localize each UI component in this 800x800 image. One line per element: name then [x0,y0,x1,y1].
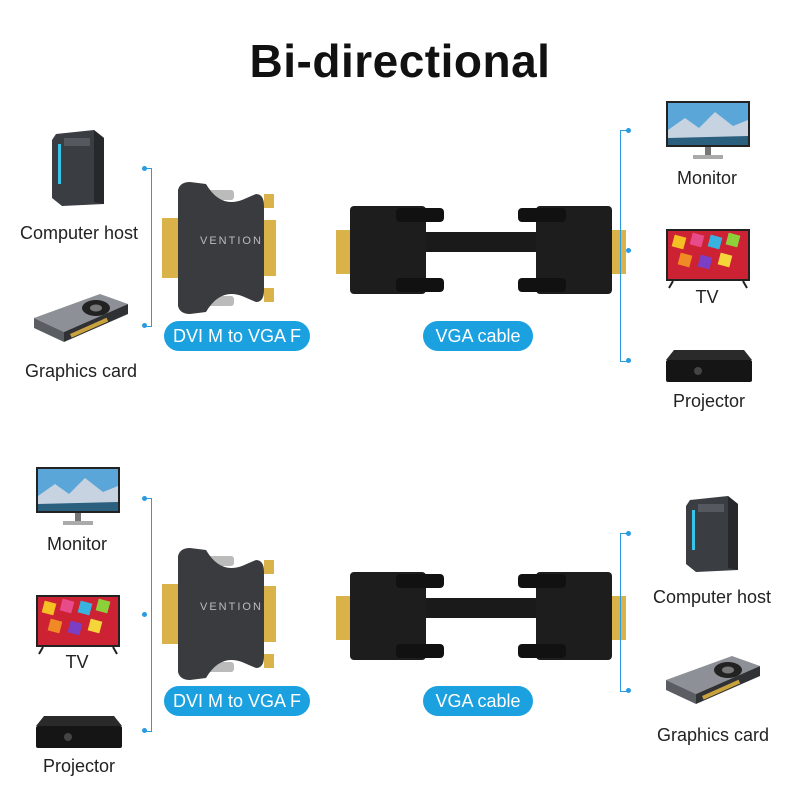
device-label: TV [65,652,89,672]
device-label: Computer host [652,587,772,607]
bracket-dot [626,248,631,253]
device-label: Computer host [19,223,139,243]
device-label: Projector [672,391,746,411]
computer-tower-icon [682,494,742,574]
device-label: Graphics card [24,361,138,381]
bracket [620,130,627,362]
device-label: TV [695,287,719,307]
graphics-card-icon [662,650,762,710]
graphics-card-icon [30,288,130,348]
device-label: Graphics card [656,725,770,745]
cable-label-pill: VGA cable [423,686,533,716]
vga-cable-image [336,566,626,666]
projector-icon [664,346,754,386]
brand-mark: VENTION [200,601,263,613]
tv-icon [35,594,121,656]
adapter-label-pill: DVI M to VGA F [164,321,310,351]
monitor-icon [665,100,751,162]
computer-tower-icon [48,128,108,208]
cable-label-pill: VGA cable [423,321,533,351]
bracket-dot [626,688,631,693]
bracket-dot [142,496,147,501]
bracket-dot [626,128,631,133]
bracket-dot [626,531,631,536]
projector-icon [34,712,124,752]
tv-icon [665,228,751,290]
device-label: Monitor [676,168,738,188]
brand-mark: VENTION [200,235,263,247]
device-label: Projector [42,756,116,776]
dvi-vga-adapter-image [160,178,290,318]
dvi-vga-adapter-image [160,544,290,684]
vga-cable-image [336,200,626,300]
bracket-dot [142,166,147,171]
device-label: Monitor [46,534,108,554]
bracket-dot [626,358,631,363]
bracket-dot [142,323,147,328]
monitor-icon [35,466,121,528]
page-title: Bi-directional [249,35,551,87]
bracket [145,168,152,327]
adapter-label-pill: DVI M to VGA F [164,686,310,716]
bracket-dot [142,612,147,617]
bracket-dot [142,728,147,733]
bracket [620,533,627,692]
bracket [145,498,152,732]
